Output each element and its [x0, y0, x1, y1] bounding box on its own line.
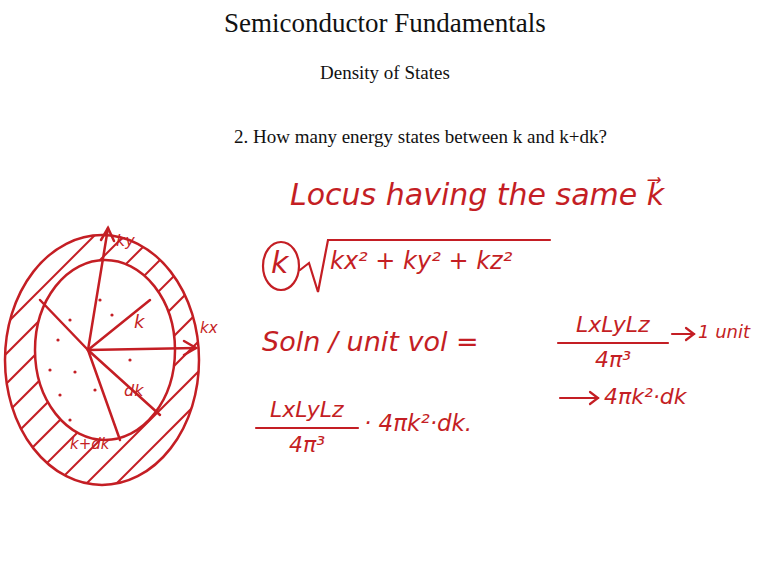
- slide-subtitle: Density of States: [320, 62, 450, 84]
- equation-strokes: [256, 240, 694, 428]
- equation-term: 4πk²·dk: [604, 384, 687, 409]
- question-text: 2. How many energy states between k and …: [234, 126, 607, 148]
- radius-label: k: [134, 312, 144, 333]
- slide-title: Semiconductor Fundamentals: [224, 8, 546, 39]
- k-space-sphere: [5, 228, 199, 485]
- fraction-numerator: LxLyLz: [270, 397, 344, 422]
- state-dots: [48, 298, 131, 421]
- circled-symbol: k: [271, 246, 288, 281]
- equation-lhs: Soln / unit vol =: [262, 326, 479, 357]
- shell-label: dk: [124, 382, 143, 400]
- fraction-denominator: 4π³: [595, 347, 631, 372]
- radius-label: k+dk: [70, 436, 109, 453]
- shell-hatching: [0, 180, 260, 550]
- equation-term: · 4πk²·dk.: [364, 410, 472, 436]
- handwritten-note: 1 unit: [698, 322, 750, 343]
- radical-term: kx² + ky² + kz²: [330, 248, 512, 276]
- fraction-denominator: 4π³: [289, 432, 325, 457]
- handwritten-note: Locus having the same k⃗: [290, 178, 664, 213]
- axis-label: ky: [116, 232, 135, 250]
- fraction-numerator: LxLyLz: [576, 312, 650, 337]
- axis-label: kx: [200, 320, 218, 337]
